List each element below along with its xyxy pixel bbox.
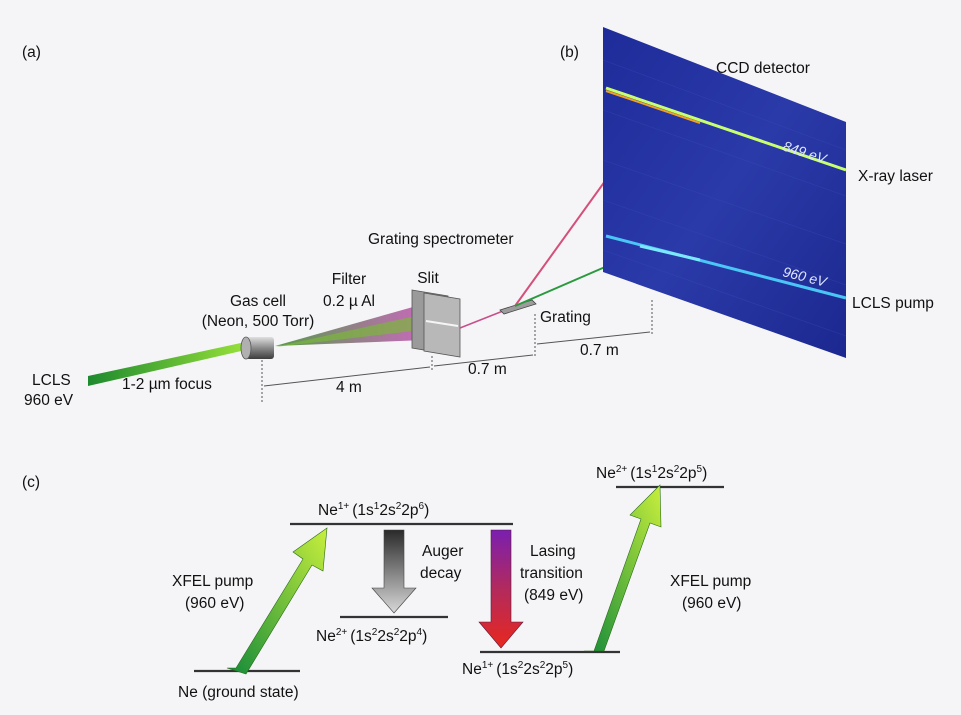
pump-beam-diffracted — [514, 266, 606, 307]
slit-label: Slit — [417, 270, 439, 287]
xray-laser-line — [605, 86, 847, 172]
lasing-energy: (849 eV) — [524, 587, 583, 604]
focus-label: 1-2 µm focus — [122, 376, 212, 393]
panel-b-tag: (b) — [560, 44, 579, 61]
pump-left-energy: (960 eV) — [185, 595, 244, 612]
slit-to-grating-beam — [459, 308, 509, 329]
auger-label: Auger — [422, 543, 463, 560]
xfel-pump-arrow-left — [226, 527, 328, 675]
xfel-pump-arrow-right — [584, 484, 662, 652]
lcls-source-label: LCLS — [32, 372, 71, 389]
gas-cell-label: Gas cell — [230, 293, 286, 310]
pump-left-label: XFEL pump — [172, 573, 253, 590]
distance-grating-ccd: 0.7 m — [580, 342, 619, 359]
lcls-input-beam — [88, 341, 250, 386]
ground-state-label: Ne (ground state) — [178, 684, 299, 701]
ne2-auger-level-label: Ne2+(1s22s22p4) — [316, 627, 427, 645]
emitted-beam-core — [275, 315, 422, 347]
distance-cell-slit: 4 m — [336, 379, 362, 396]
ne1-upper-level-label: Ne1+(1s12s22p6) — [318, 501, 429, 519]
lcls-pump-label: LCLS pump — [852, 295, 934, 312]
ne1-lower-level-label: Ne1+(1s22s22p5) — [462, 660, 573, 678]
xray-laser-label: X-ray laser — [858, 168, 933, 185]
grating-label: Grating — [540, 309, 591, 326]
slit-icon — [411, 289, 461, 358]
lasing-label-2: transition — [520, 565, 583, 582]
filter-thickness: 0.2 µ Al — [323, 293, 375, 310]
spectrometer-label: Grating spectrometer — [368, 231, 514, 248]
gas-cell-icon — [240, 336, 274, 360]
distance-slit-grating: 0.7 m — [468, 361, 507, 378]
panel-a-tag: (a) — [22, 44, 41, 61]
panel-c-tag: (c) — [22, 474, 40, 491]
filter-label: Filter — [332, 271, 366, 288]
auger-decay-arrow — [371, 529, 417, 614]
lasing-transition-arrow — [478, 529, 524, 649]
pump-right-energy: (960 eV) — [682, 595, 741, 612]
emitted-beam-fan — [275, 305, 425, 346]
pump-right-label: XFEL pump — [670, 573, 751, 590]
ccd-detector-image — [602, 27, 847, 358]
auger-label-2: decay — [420, 565, 462, 582]
pump-hotspot — [639, 244, 701, 262]
distance-markers — [261, 300, 653, 404]
ne2-top-level-label: Ne2+(1s12s22p5) — [596, 464, 707, 482]
lasing-label-1: Lasing — [530, 543, 576, 560]
ccd-label: CCD detector — [716, 60, 810, 77]
gas-cell-params: (Neon, 500 Torr) — [202, 313, 315, 330]
xray-laser-hotspot — [605, 90, 701, 124]
lcls-energy-label: 960 eV — [24, 392, 74, 409]
